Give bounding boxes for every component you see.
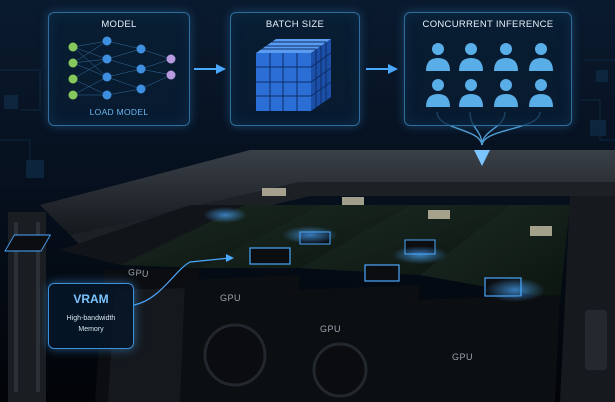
load-model-label: LOAD MODEL	[89, 107, 149, 117]
person-icon	[529, 79, 553, 107]
vram-callout: VRAM High-bandwidth Memory	[48, 283, 134, 349]
person-icon	[459, 43, 483, 71]
cube-icon	[256, 39, 332, 111]
vram-line-2: Memory	[78, 326, 104, 333]
vram-description: High-bandwidth Memory	[53, 313, 129, 335]
vram-title: VRAM	[73, 292, 109, 306]
vram-line-1: High-bandwidth	[66, 315, 116, 322]
gpu-card-3	[285, 205, 510, 402]
gpu-label-2: GPU	[220, 293, 242, 303]
person-icon	[529, 43, 553, 71]
model-title: MODEL	[101, 19, 137, 30]
gpu-label-1: GPU	[127, 266, 150, 280]
person-icon	[494, 79, 518, 107]
concurrent-inference-title: CONCURRENT INFERENCE	[422, 19, 554, 30]
person-icon	[426, 43, 450, 71]
batch-size-title: BATCH SIZE	[265, 19, 325, 30]
person-icon	[494, 43, 518, 71]
gpu-label-4: GPU	[452, 352, 474, 362]
gpu-card-2	[180, 205, 410, 402]
batch-size-panel: BATCH SIZE	[230, 12, 360, 126]
model-panel: MODEL	[48, 12, 190, 126]
person-icon	[426, 79, 450, 107]
neural-network-icon	[68, 36, 176, 100]
concurrent-inference-panel: CONCURRENT INFERENCE	[404, 12, 572, 126]
person-icon-grid	[426, 43, 553, 107]
arrow-right-icon	[194, 64, 226, 74]
gpu-label-3: GPU	[320, 324, 342, 334]
person-icon	[459, 79, 483, 107]
arrow-right-icon	[366, 64, 398, 74]
